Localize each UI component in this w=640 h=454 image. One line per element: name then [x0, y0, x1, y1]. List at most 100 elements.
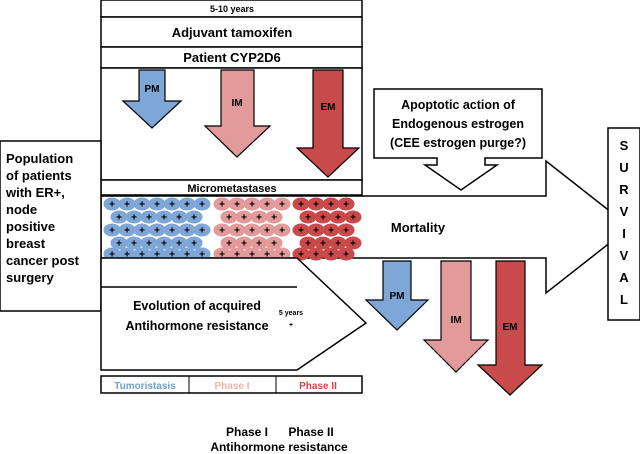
tumor-cell-sign: + [146, 213, 152, 224]
tumor-cell-sign: + [226, 239, 232, 250]
cyp-arrow-em-label: EM [321, 102, 336, 113]
tumor-cell [250, 210, 268, 224]
tumor-cell-sign: + [350, 213, 356, 224]
tumor-cell [213, 197, 231, 211]
tumor-cell [133, 223, 151, 237]
tumor-cell [243, 197, 261, 211]
tumor-cell [228, 197, 246, 211]
tumor-cell [314, 236, 332, 250]
genotype-label: Patient CYP2D6 [183, 50, 281, 65]
micrometastases-label: Micrometastases [187, 183, 276, 195]
tumor-cell-sign: + [279, 200, 285, 211]
tumor-cell [344, 210, 362, 224]
tumor-cell [265, 210, 283, 224]
tumor-cell-sign: + [116, 213, 122, 224]
tumor-cell-sign: + [343, 250, 349, 261]
tumor-cell [322, 197, 340, 211]
tumor-cell-sign: + [169, 250, 175, 261]
tumor-cell [322, 247, 340, 261]
evolution-note: 5 years [279, 310, 303, 317]
tumor-cell-sign: + [146, 239, 152, 250]
phase-tumoristasis: Tumoristasis [114, 381, 176, 392]
tumor-cell-sign: + [139, 226, 145, 237]
tumor-cell-sign: + [279, 226, 285, 237]
tumor-cell-sign: + [264, 200, 270, 211]
population-line: node [6, 202, 37, 217]
tumor-cell [322, 223, 340, 237]
apoptotic-line: Endogenous estrogen [392, 117, 524, 131]
tumor-cell-sign: + [264, 226, 270, 237]
tumor-cell [118, 197, 136, 211]
tumor-cell-sign: + [249, 226, 255, 237]
cyp-arrow-im-label: IM [231, 98, 242, 109]
tumor-cell [299, 236, 317, 250]
tumor-cell-sign: + [109, 250, 115, 261]
cyp-arrow-im: IM [203, 69, 272, 158]
tumor-cell-sign: + [271, 239, 277, 250]
tumor-cell [337, 223, 355, 237]
tumor-cell [273, 197, 291, 211]
tumor-cell-sign: + [335, 239, 341, 250]
tumor-cell [329, 236, 347, 250]
survival-letter: I [622, 226, 626, 241]
tumor-cell [103, 223, 121, 237]
tumor-cell-sign: + [176, 213, 182, 224]
tumor-cell [344, 236, 362, 250]
tumor-cell [103, 197, 121, 211]
tumor-cell-sign: + [169, 200, 175, 211]
tumor-cell-sign: + [313, 226, 319, 237]
mortality-arrow-pm: PM [364, 260, 430, 331]
tumor-cell [314, 210, 332, 224]
survival-letter: U [619, 160, 628, 175]
tumor-cell-sign: + [320, 239, 326, 250]
population-line: cancer post [6, 253, 80, 268]
evolution-arrow: Evolution of acquired Antihormone resist… [100, 257, 368, 371]
tumor-cell [243, 223, 261, 237]
tumor-cell-sign: + [184, 250, 190, 261]
tumor-cell-sign: + [219, 250, 225, 261]
evolution-note: + [289, 322, 293, 329]
survival-letter: A [619, 270, 629, 285]
survival-letter: V [620, 204, 629, 219]
tumor-cell-sign: + [154, 226, 160, 237]
tumor-cell [307, 247, 325, 261]
tumor-cell-sign: + [264, 250, 270, 261]
tumor-cell-sign: + [343, 200, 349, 211]
cyp-arrow-pm-label: PM [145, 84, 160, 95]
tumor-cell-sign: + [234, 200, 240, 211]
tumor-cell [110, 210, 128, 224]
tumor-cell-sign: + [116, 239, 122, 250]
tumor-cell [118, 223, 136, 237]
tumor-cell-sign: + [219, 200, 225, 211]
tumor-cell-sign: + [154, 250, 160, 261]
survival-letter: L [620, 292, 628, 307]
tumor-cell [185, 210, 203, 224]
tumor-cell [155, 236, 173, 250]
population-line: of patients [6, 168, 72, 183]
tumor-cell-sign: + [279, 250, 285, 261]
phase-one: Phase I [214, 381, 249, 392]
survival-letter: R [619, 182, 629, 197]
tumor-cell-sign: + [161, 213, 167, 224]
survival-letters: S U R V I V A L [619, 138, 629, 307]
tumor-cell-sign: + [176, 239, 182, 250]
tumor-cell-sign: + [226, 213, 232, 224]
tumor-cell [133, 197, 151, 211]
tumor-cell-sign: + [256, 213, 262, 224]
tumor-cell-sign: + [131, 213, 137, 224]
tumor-cell-sign: + [249, 200, 255, 211]
tumor-cell [170, 210, 188, 224]
tumor-cell [140, 236, 158, 250]
tumor-cell [163, 223, 181, 237]
treatment-box [100, 16, 363, 48]
mortality-arrow-em: EM [476, 260, 544, 396]
tumor-cell-sign: + [256, 239, 262, 250]
tumor-cell-sign: + [139, 250, 145, 261]
tumor-cell-sign: + [191, 239, 197, 250]
population-line: breast [6, 236, 46, 251]
cyp-arrow-pm: PM [121, 69, 183, 129]
tumor-cell-sign: + [139, 200, 145, 211]
tumor-cell-sign: + [184, 200, 190, 211]
tumor-cell [307, 197, 325, 211]
tumor-cell [125, 236, 143, 250]
